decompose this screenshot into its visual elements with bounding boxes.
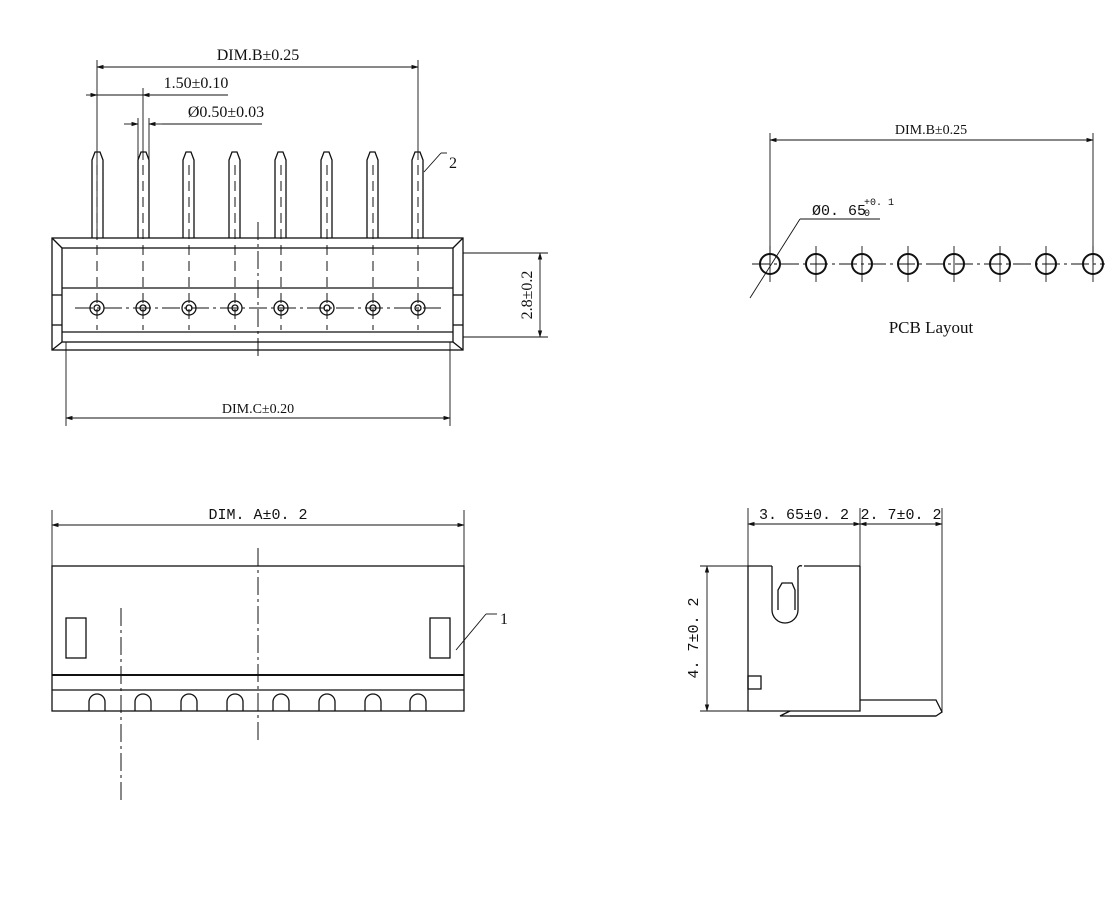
side-height-label: 4. 7±0. 2 <box>686 597 703 678</box>
pcb-dim-b-label: DIM.B±0.25 <box>895 123 967 138</box>
callout-1: 1 <box>500 611 508 628</box>
front-pin-bumps <box>88 693 427 711</box>
pin-diameter-label: Ø0.50±0.03 <box>188 104 264 121</box>
top-pin-holes <box>89 300 426 316</box>
dim-b-label: DIM.B±0.25 <box>217 47 300 64</box>
pitch-label: 1.50±0.10 <box>164 75 229 92</box>
hole-tol-plus: +0. 1 <box>864 198 894 209</box>
dim-a-label: DIM. A±0. 2 <box>208 507 307 524</box>
pcb-layout-title: PCB Layout <box>889 318 974 337</box>
top-body <box>51 222 464 360</box>
pcb-layout-view: DIM.B±0.25 Ø0. 65 +0. 1 0 PCB Layout <box>749 123 1105 337</box>
depth-label: 3. 65±0. 2 <box>759 507 849 524</box>
hole-tol-minus: 0 <box>864 209 870 220</box>
hole-diameter-label: Ø0. 65 <box>812 203 866 220</box>
side-view: 3. 65±0. 2 2. 7±0. 2 4. 7±0. 2 <box>686 507 943 717</box>
latch-window-right <box>429 617 451 659</box>
callout-2: 2 <box>449 155 457 172</box>
pin-length-label: 2. 7±0. 2 <box>860 507 941 524</box>
pcb-holes <box>759 246 1104 282</box>
latch-window-left <box>65 617 87 659</box>
dim-c-label: DIM.C±0.20 <box>222 402 294 417</box>
front-view: DIM. A±0. 2 1 <box>51 507 508 800</box>
height-label: 2.8±0.2 <box>519 271 536 320</box>
top-view: DIM.B±0.25 1.50±0.10 Ø0.50±0.03 <box>51 47 548 426</box>
